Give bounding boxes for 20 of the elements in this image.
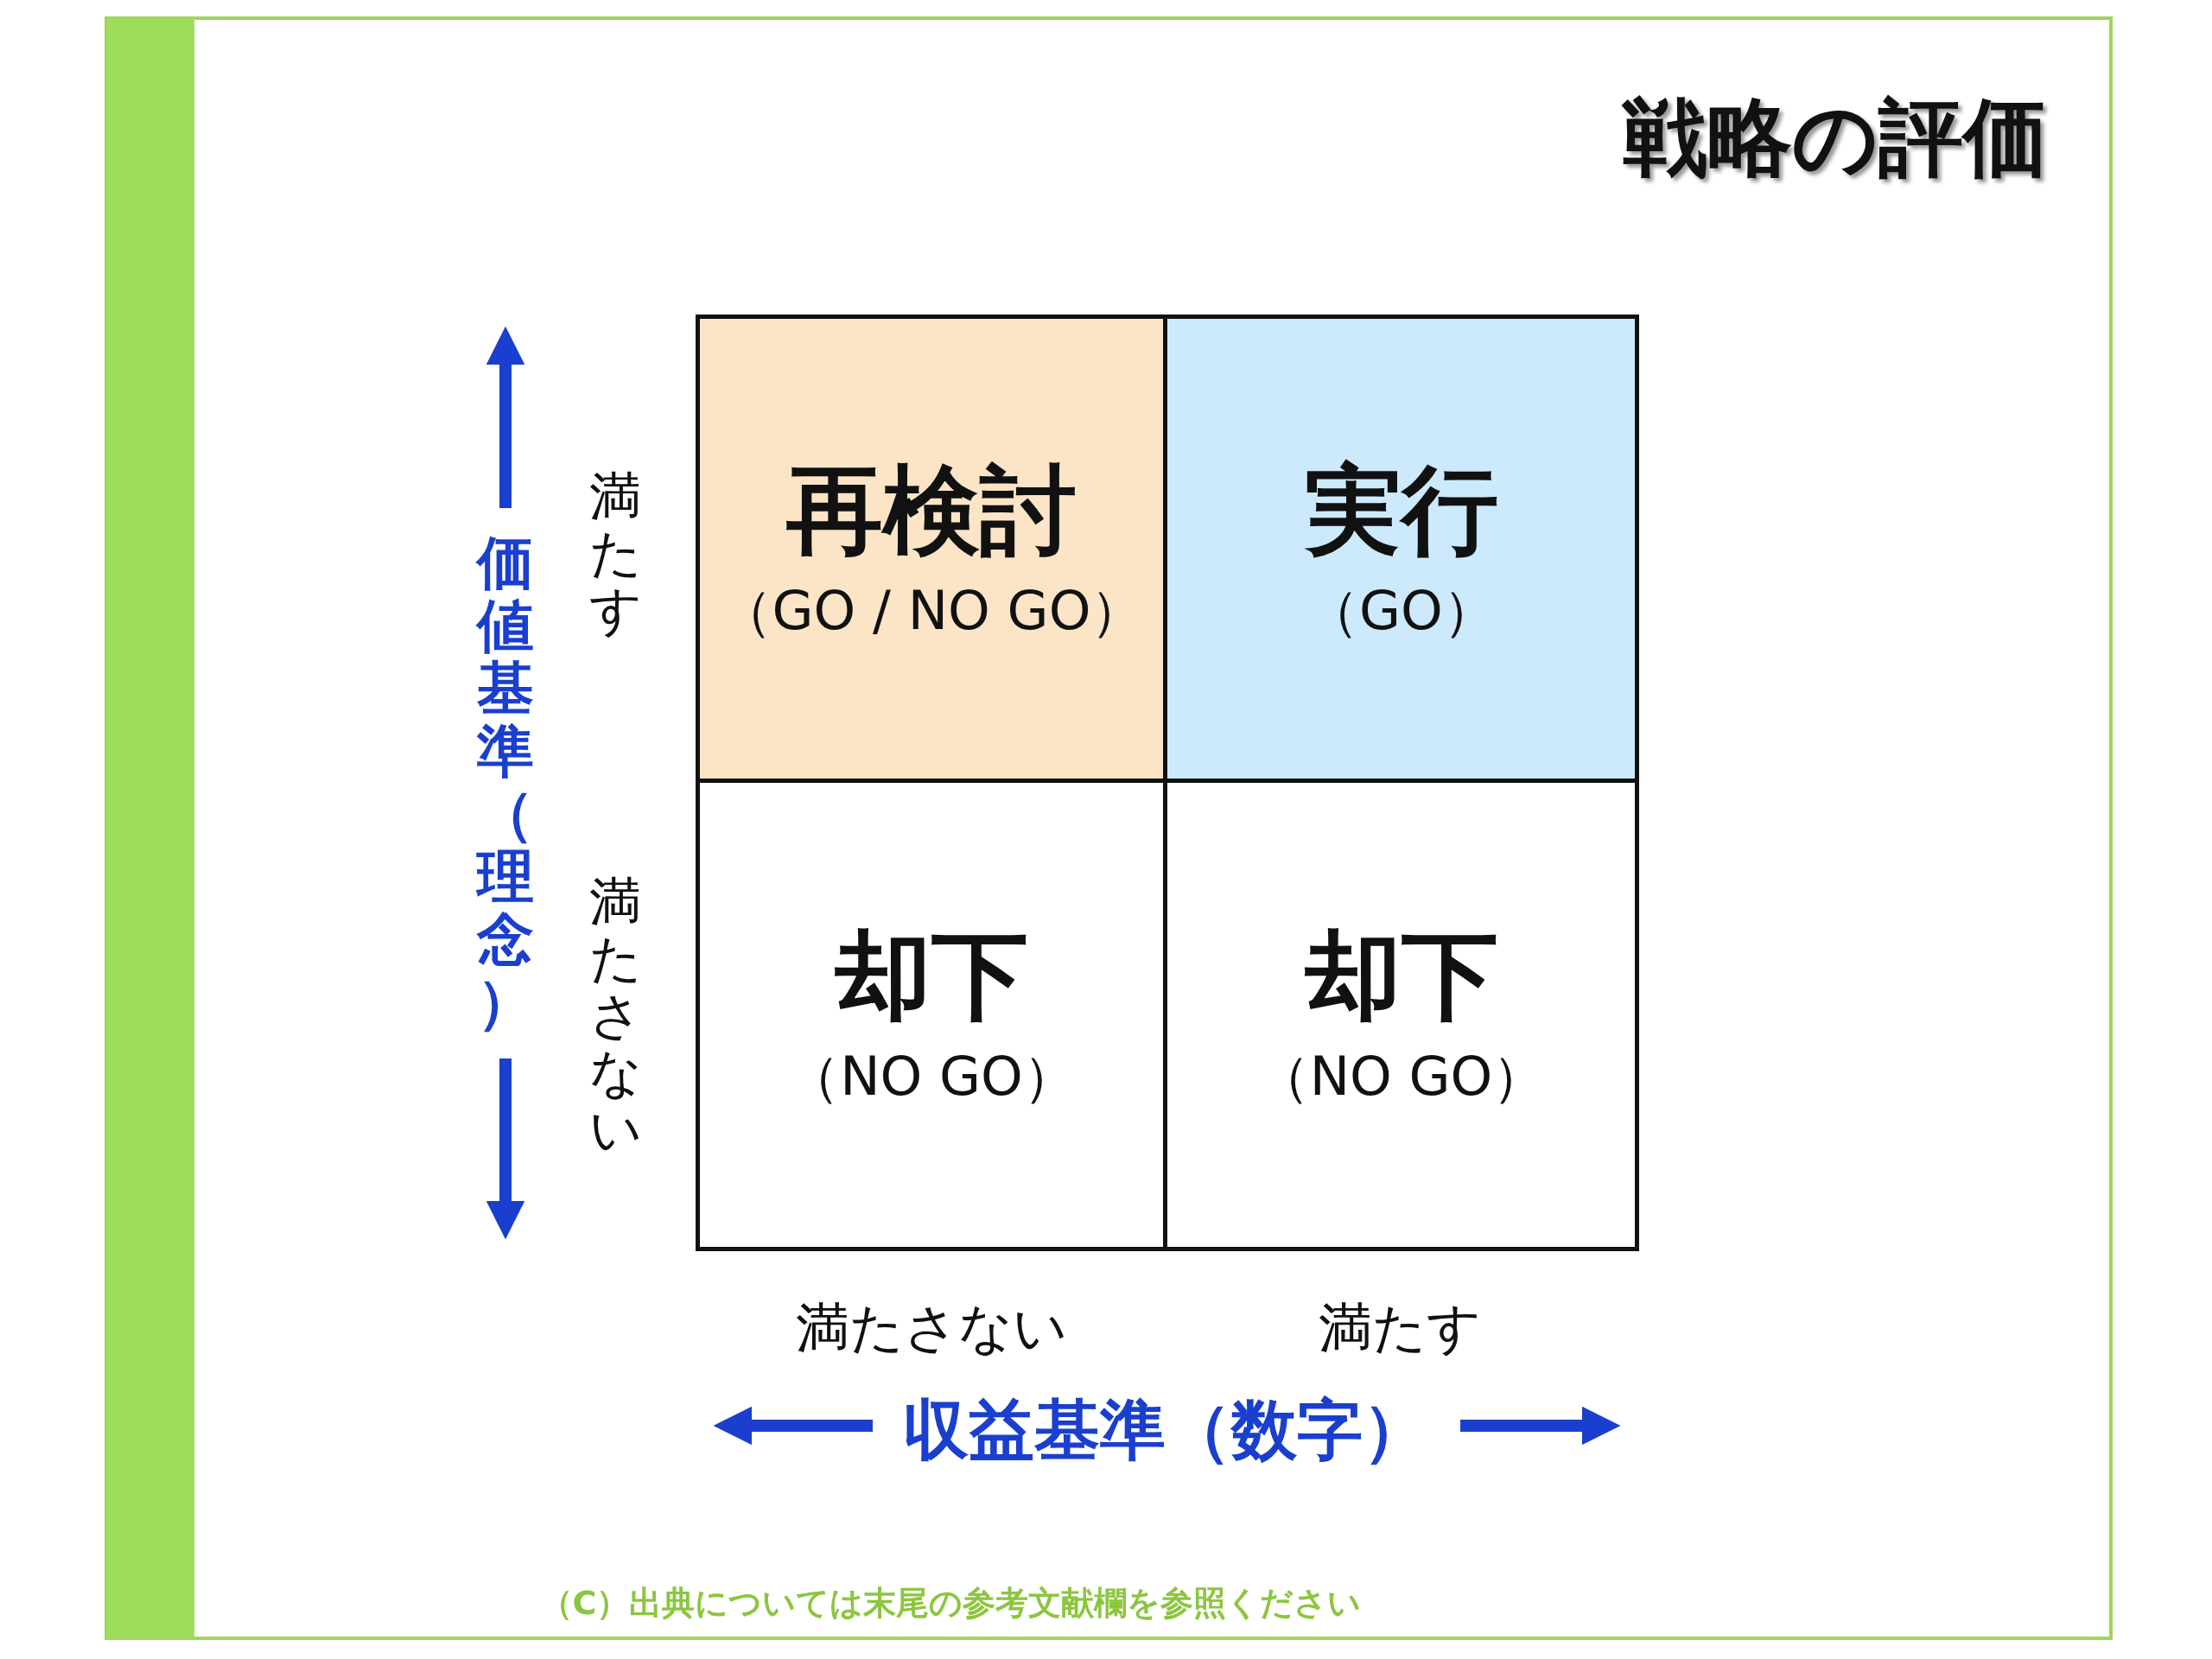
- tick-label: 満たす: [589, 467, 641, 639]
- cell-subtext: （GO）: [1306, 577, 1497, 644]
- tick-label: 満たさない: [589, 873, 641, 1158]
- title: 戦略の評価: [1623, 87, 2048, 188]
- matrix-cell: [1167, 315, 1639, 783]
- axis-label: 収益基準（数字）: [903, 1394, 1428, 1466]
- cell-subtext: （NO GO）: [786, 1044, 1077, 1110]
- axis-label: 価値基準（理念）: [477, 531, 534, 1034]
- cell-heading: 却下: [835, 918, 1028, 1033]
- cell-heading: 実行: [1304, 452, 1498, 568]
- matrix-cell: [696, 315, 1167, 783]
- cell-heading: 再検討: [786, 452, 1077, 568]
- tick-label: 満たさない: [796, 1298, 1067, 1358]
- source-note: （C）出典については末尾の参考文献欄を参照ください: [539, 1586, 1362, 1622]
- matrix-cell: [696, 783, 1167, 1251]
- matrix-cell: [1167, 783, 1639, 1251]
- tick-label: 満たす: [1319, 1298, 1481, 1358]
- cell-subtext: （GO / NO GO）: [718, 577, 1145, 644]
- cell-heading: 却下: [1304, 918, 1498, 1033]
- cell-subtext: （NO GO）: [1255, 1044, 1547, 1110]
